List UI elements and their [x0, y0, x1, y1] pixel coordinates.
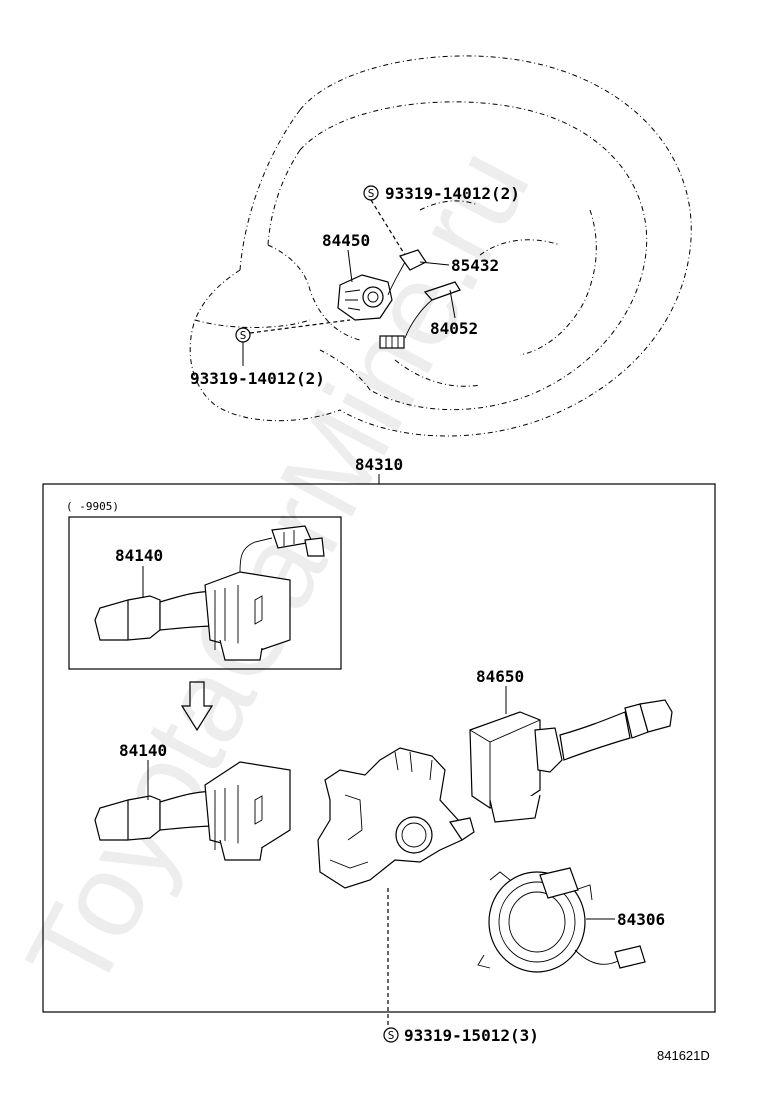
svg-text:84306: 84306 [617, 910, 665, 929]
callout-84052: 84052 [430, 289, 478, 338]
svg-text:93319-15012(3): 93319-15012(3) [404, 1026, 539, 1045]
callout-84650: 84650 [476, 667, 524, 714]
figure-code: 841621D [657, 1048, 710, 1063]
svg-text:84140: 84140 [119, 741, 167, 760]
assembly-84310: 84310 ( -9905) [42, 455, 716, 1013]
callout-screw-bottom: S 93319-15012(3) [383, 888, 539, 1045]
down-arrow-icon [180, 681, 214, 732]
svg-text:( -9905): ( -9905) [66, 500, 119, 513]
svg-text:84450: 84450 [322, 231, 370, 250]
spiral-cable [477, 867, 646, 973]
callout-84140-old: 84140 [115, 546, 163, 598]
callout-84140-new: 84140 [119, 741, 167, 800]
steering-wheel-illustration [189, 55, 692, 437]
svg-text:85432: 85432 [451, 256, 499, 275]
callout-screw-top: S 93319-14012(2) [363, 184, 520, 256]
wiper-switch [469, 699, 673, 823]
callout-84450: 84450 [322, 231, 370, 283]
svg-text:S: S [240, 329, 247, 342]
old-version-box [68, 516, 342, 670]
svg-text:84650: 84650 [476, 667, 524, 686]
callout-84306: 84306 [586, 910, 665, 929]
turn-signal-switch-new [94, 761, 291, 861]
svg-text:93319-14012(2): 93319-14012(2) [385, 184, 520, 203]
svg-text:84052: 84052 [430, 319, 478, 338]
switch-bracket [317, 747, 475, 889]
svg-text:S: S [368, 187, 375, 200]
callout-screw-left: S 93319-14012(2) [190, 319, 351, 388]
svg-text:84310: 84310 [355, 455, 403, 474]
svg-text:S: S [388, 1029, 395, 1042]
svg-text:84140: 84140 [115, 546, 163, 565]
turn-signal-switch-old [94, 525, 325, 661]
callout-85432: 85432 [419, 256, 499, 275]
svg-text:93319-14012(2): 93319-14012(2) [190, 369, 325, 388]
